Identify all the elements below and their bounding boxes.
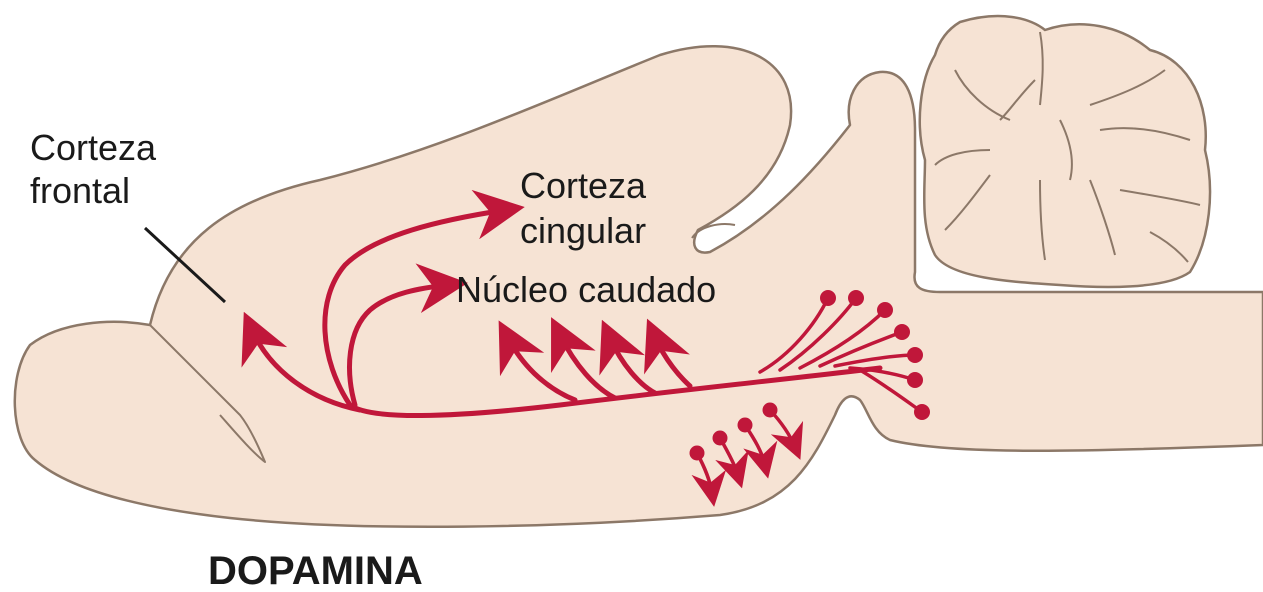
cerebellum (920, 16, 1210, 287)
label-cingulate-cortex-line2: cingular (520, 210, 646, 251)
label-frontal-cortex-line1: Corteza (30, 127, 157, 168)
label-frontal-cortex-line2: frontal (30, 170, 130, 211)
diagram-title: DOPAMINA (208, 549, 423, 592)
label-cingulate-cortex-line1: Corteza (520, 165, 647, 206)
label-frontal-cortex: Corteza frontal (30, 127, 166, 211)
label-caudate-nucleus: Núcleo caudado (456, 269, 716, 310)
